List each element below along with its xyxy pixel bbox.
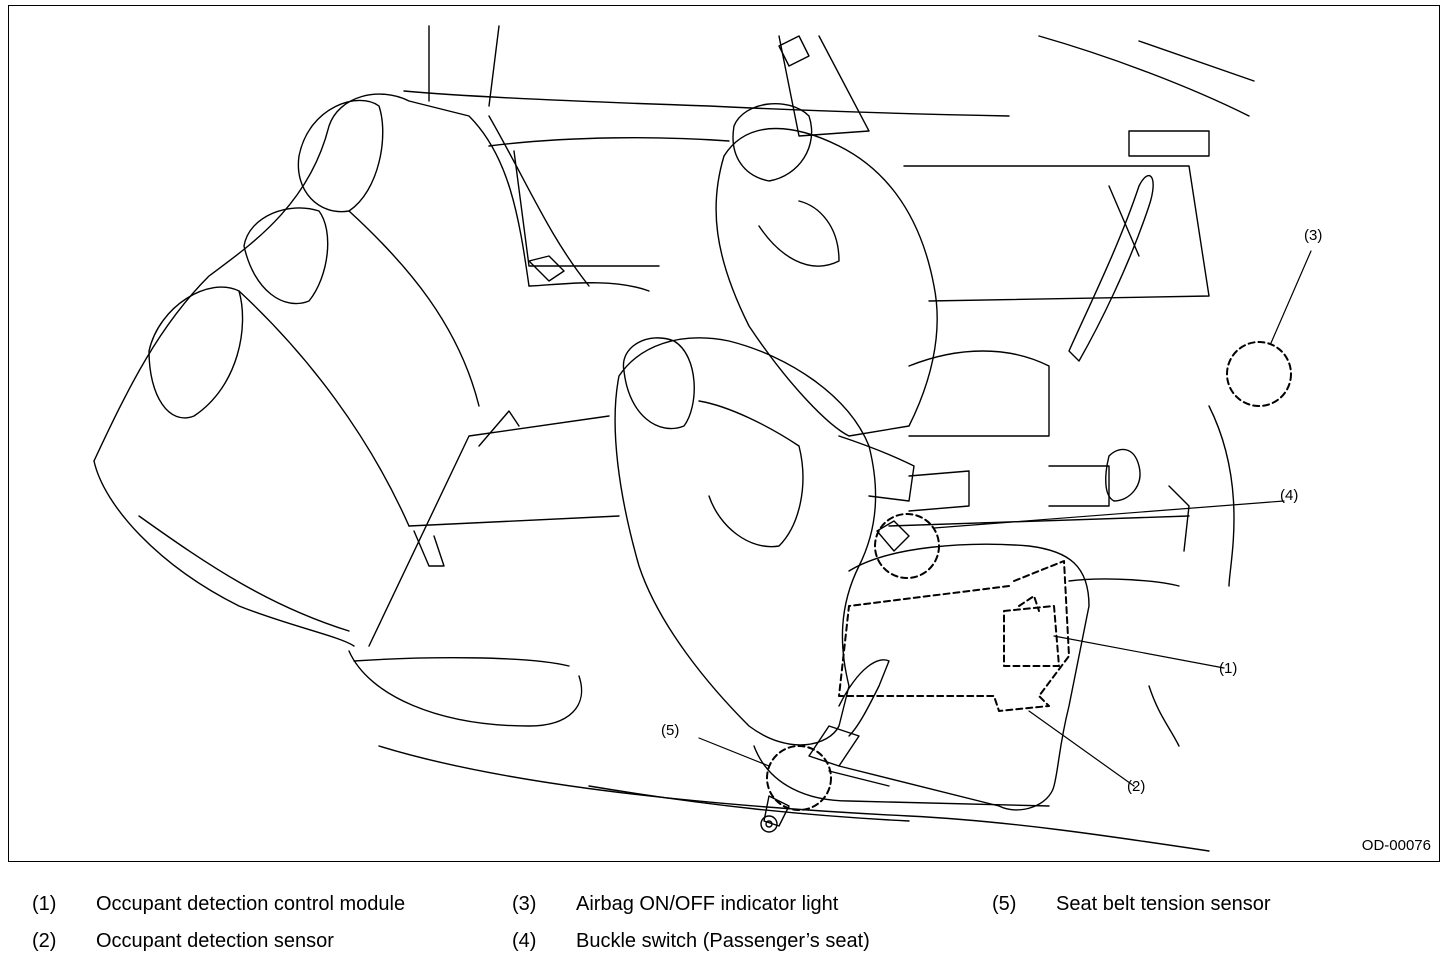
tension-sensor-dashed-circle xyxy=(766,745,832,811)
highlight-marks xyxy=(766,341,1292,811)
legend-number: (1) xyxy=(32,893,57,915)
rear-seat xyxy=(93,93,650,727)
indicator-light-dashed-circle xyxy=(1226,341,1292,407)
leader-lines xyxy=(698,250,1312,787)
callout-2: (2) xyxy=(1127,778,1146,795)
legend-number: (2) xyxy=(32,930,57,952)
legend-label: Buckle switch (Passenger’s seat) xyxy=(576,930,870,952)
occupant-detection-sensor-dashed-outline xyxy=(838,560,1070,712)
diagram-figure: (3) (4) (1) (2) (5) OD-00076 xyxy=(8,5,1440,862)
legend-number: (5) xyxy=(992,893,1017,915)
control-module-dashed-outline xyxy=(1003,605,1060,667)
buckle-switch-dashed-circle xyxy=(874,513,940,579)
figure-id: OD-00076 xyxy=(1361,837,1431,854)
legend-label: Seat belt tension sensor xyxy=(1056,893,1271,915)
callout-3: (3) xyxy=(1304,227,1323,244)
legend-number: (3) xyxy=(512,893,537,915)
callout-1: (1) xyxy=(1219,660,1238,677)
legend-number: (4) xyxy=(512,930,537,952)
legend-label: Airbag ON/OFF indicator light xyxy=(576,893,839,915)
callout-4: (4) xyxy=(1280,487,1299,504)
door-trim xyxy=(378,25,1255,852)
passenger-seat xyxy=(614,337,1090,833)
legend-label: Occupant detection control module xyxy=(96,893,406,915)
car-interior-drawing xyxy=(93,25,1312,852)
legend-label: Occupant detection sensor xyxy=(96,930,334,952)
callout-5: (5) xyxy=(661,722,680,739)
driver-seat xyxy=(715,103,1154,512)
